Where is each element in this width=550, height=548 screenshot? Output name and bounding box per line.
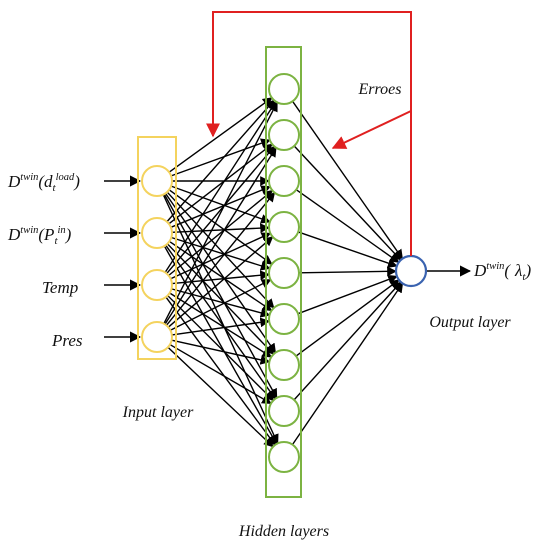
input-label-1: Dtwin(Ptin): [7, 225, 72, 247]
layers: [137, 46, 302, 498]
edge-in0-h1: [170, 138, 271, 177]
input-node-2: [141, 269, 173, 301]
input-layer-label: Input layer: [122, 404, 194, 421]
error-feedback-arrow: [331, 110, 412, 149]
error-feedback-loop: [206, 11, 412, 256]
edge-h4-out: [298, 266, 397, 277]
edge-in3-h2: [165, 191, 276, 326]
edge-in2-h8: [165, 296, 276, 446]
edge-in0-h7: [163, 193, 278, 399]
hidden-node-0: [268, 73, 300, 105]
edge-in3-h7: [169, 343, 272, 405]
edge-in3-h5: [171, 317, 271, 336]
edge-h8-out: [291, 282, 404, 446]
edge-in2-h6: [169, 292, 273, 358]
edge-in1-h2: [170, 185, 272, 228]
hidden-layers-label: Hidden layers: [238, 523, 329, 540]
hidden-node-6: [268, 349, 300, 381]
edge-in3-h1: [164, 146, 277, 325]
edge-in0-h6: [164, 192, 277, 354]
connection-edges: [104, 97, 472, 448]
edge-in2-h0: [164, 100, 277, 273]
edge-in1-h6: [166, 243, 275, 355]
edge-in0-h0: [168, 97, 273, 173]
input-layer-box: [137, 136, 177, 360]
hidden-node-4: [268, 257, 300, 289]
input-label-3: Pres: [51, 331, 83, 350]
hidden-node-7: [268, 395, 300, 427]
input-node-1: [141, 217, 173, 249]
edge-in2-h3: [170, 232, 272, 280]
edge-h2-out: [295, 189, 400, 263]
edge-in2-h4: [171, 270, 271, 285]
hidden-node-1: [268, 119, 300, 151]
edge-h1-out: [293, 145, 402, 261]
edge-h3-out: [297, 231, 398, 268]
edge-h7-out: [293, 281, 402, 401]
output-label: Dtwin(λt): [473, 261, 531, 283]
hidden-layer-box: [265, 46, 302, 498]
edge-in3-h0: [163, 101, 278, 324]
nodes: [141, 73, 428, 473]
errors-label: Erroes: [358, 81, 402, 98]
output-node: [394, 254, 428, 288]
edge-in1-h7: [165, 244, 276, 400]
edge-in1-h3: [171, 223, 270, 234]
edge-h6-out: [295, 279, 400, 357]
input-label-0: Dtwin(dtload): [7, 172, 80, 194]
hidden-node-5: [268, 303, 300, 335]
hidden-node-3: [268, 211, 300, 243]
input-labels: Dtwin(dtload) Dtwin(Ptin) Temp Pres: [7, 172, 83, 350]
edge-in0-h3: [170, 185, 271, 224]
edge-in1-h8: [163, 245, 278, 445]
edge-h0-out: [292, 100, 403, 260]
error-feedback-path: [206, 11, 412, 256]
edge-in3-h3: [167, 236, 274, 328]
hidden-node-8: [268, 441, 300, 473]
edge-in2-h2: [168, 189, 274, 277]
output-layer-label: Output layer: [429, 314, 511, 331]
input-node-3: [141, 321, 173, 353]
hidden-node-2: [268, 165, 300, 197]
edge-in0-h8: [162, 194, 279, 445]
edge-in3-h8: [167, 346, 274, 448]
edge-in1-h1: [168, 143, 273, 225]
edge-in2-h5: [171, 288, 271, 318]
input-node-0: [141, 165, 173, 197]
edge-in2-h1: [166, 145, 275, 275]
edge-in1-h4: [171, 236, 271, 271]
edge-in3-h6: [171, 339, 271, 365]
input-label-2: Temp: [42, 278, 78, 297]
edge-in1-h5: [169, 240, 273, 312]
edge-in3-h4: [170, 279, 272, 331]
edge-h5-out: [297, 274, 398, 315]
edge-in1-h0: [166, 99, 275, 223]
